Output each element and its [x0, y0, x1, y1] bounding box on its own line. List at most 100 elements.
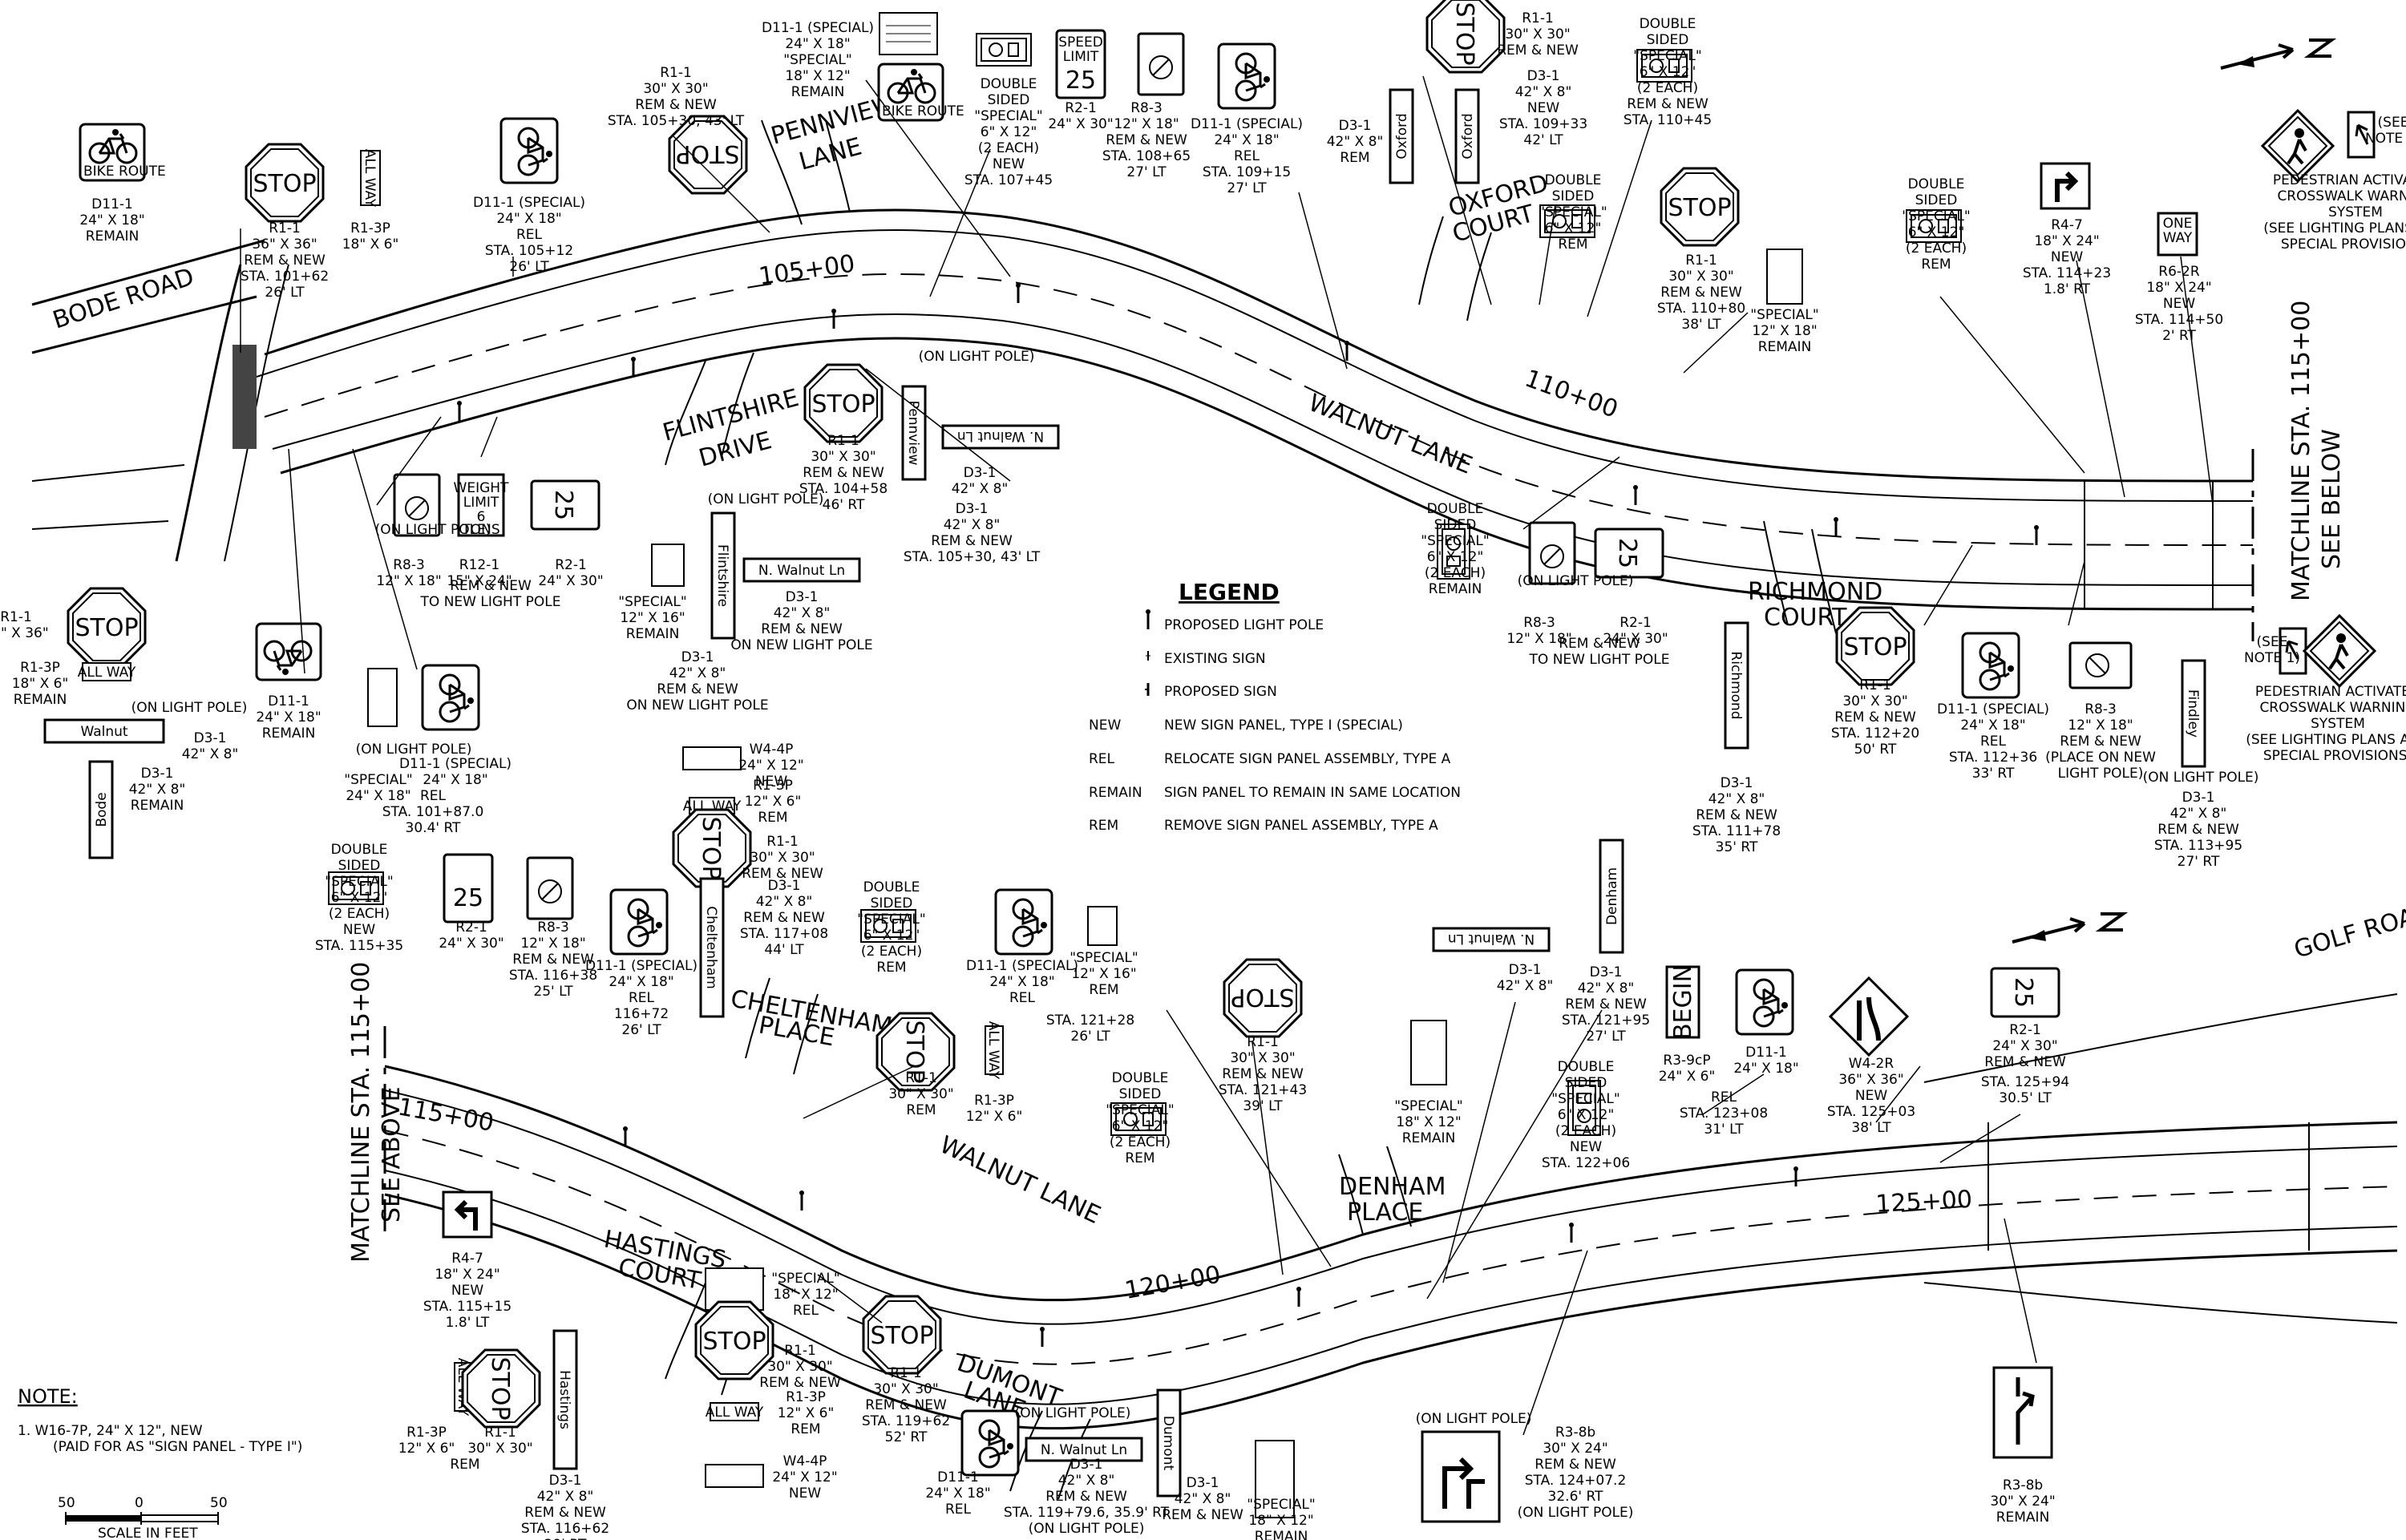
- callout-line: 18" X 12": [1248, 1513, 1313, 1529]
- callout-line: REM & NEW: [761, 621, 843, 637]
- callout-line: SYSTEM: [2328, 204, 2383, 220]
- pedestrian-sign-icon: [2261, 109, 2335, 183]
- callout-line: STA. 104+58: [799, 481, 888, 497]
- begin-plaque-icon: BEGIN: [1665, 964, 1700, 1040]
- one-way-sign-icon: ONE WAY: [2157, 212, 2198, 257]
- callout-line: D11-1 (SPECIAL): [1191, 116, 1303, 132]
- callout-line: REMAIN: [14, 692, 67, 708]
- callout-line: 24" X 18": [989, 974, 1054, 990]
- callout-line: R3-9cP: [1663, 1053, 1710, 1069]
- matchline-top-2: SEE BELOW: [2318, 429, 2346, 569]
- callout-line: R1-3P: [350, 220, 390, 236]
- callout-line: SIDED: [1552, 188, 1595, 204]
- weight-limit-sign-icon: WEIGHT LIMIT 6 TONS: [454, 473, 510, 538]
- svg-text:LIMIT: LIMIT: [1063, 49, 1099, 65]
- callout-line: NEW: [2051, 249, 2083, 265]
- callout-line: STA. 112+20: [1831, 726, 1919, 742]
- callout-line: REMAIN: [86, 228, 140, 245]
- callout-line: REM & NEW: [657, 681, 738, 697]
- callout-line: (2 EACH): [1906, 240, 1967, 257]
- stop-sign-icon: STOP: [1660, 167, 1740, 247]
- svg-text:BEGIN: BEGIN: [1669, 964, 1697, 1040]
- callout-line: 31' LT: [1704, 1122, 1744, 1138]
- callout-line: 24" X 18": [925, 1485, 990, 1502]
- stop-sign-icon: STOP: [668, 115, 748, 195]
- callout-line: REM: [1340, 150, 1369, 166]
- no-loitering-sign-icon: [1255, 1440, 1295, 1518]
- legend-row-text: PROPOSED SIGN: [1164, 684, 1277, 700]
- callout-line: D3-1: [1527, 68, 1560, 84]
- callout-line: REM: [876, 960, 906, 976]
- callout-line: NEW: [755, 774, 787, 790]
- callout-line: R1-1: [0, 609, 32, 625]
- callout-line: 12" X 6": [745, 794, 802, 810]
- svg-text:STOP: STOP: [900, 1020, 928, 1083]
- callout-line: (2 EACH): [978, 140, 1039, 156]
- callout-line: DOUBLE: [1558, 1059, 1615, 1075]
- callout-line: SIDED: [1647, 32, 1689, 48]
- legend-symbol-proposed-sign-icon: [1145, 683, 1150, 696]
- callout-line: CROSSWALK WARNING: [2277, 188, 2406, 204]
- callout-line: 6" X 12": [1558, 1107, 1615, 1123]
- callout-line: R8-3: [1130, 100, 1163, 116]
- callout-line: D3-1: [194, 730, 227, 746]
- callout-line: 24" X 30": [538, 573, 603, 589]
- legend-row-key: REMAIN: [1089, 785, 1142, 801]
- callout-line: STA. 119+79.6, 35.9' RT: [1004, 1505, 1170, 1521]
- street-richmond-1: RICHMOND: [1748, 578, 1882, 606]
- bike-route-sign-icon: [1961, 632, 2020, 699]
- svg-text:STOP: STOP: [1668, 194, 1731, 222]
- callout-line: D3-1: [1187, 1475, 1219, 1491]
- svg-text:WEIGHT: WEIGHT: [454, 480, 510, 496]
- callout-line: STA. 110+45: [1624, 112, 1712, 128]
- callout-line: 18" X 12": [773, 1287, 838, 1303]
- scale-label-mid: 0: [135, 1495, 144, 1511]
- callout-line: DOUBLE: [1545, 172, 1602, 188]
- callout-line: 42" X 8": [1578, 980, 1635, 996]
- callout-line: 42" X 8": [1327, 134, 1384, 150]
- all-way-plaque-icon: ALL WAY: [360, 149, 381, 208]
- sign-callout: R1-130" X 30"REM & NEW: [742, 834, 823, 882]
- no-parking-sign-icon: [1137, 32, 1185, 96]
- street-name-sign-icon: Denham: [1599, 839, 1624, 954]
- street-golf-road: GOLF ROAD: [2291, 898, 2406, 964]
- callout-line: REMAIN: [1402, 1130, 1456, 1146]
- callout-line: R1-3P: [406, 1425, 447, 1441]
- callout-line: (ON LIGHT POLE): [131, 700, 248, 716]
- callout-line: (2 EACH): [1637, 80, 1698, 96]
- north-arrow-icon: [2012, 912, 2129, 944]
- callout-line: 36" X 36": [252, 236, 317, 253]
- callout-line: REM & NEW: [803, 465, 884, 481]
- callout-line: R1-1: [484, 1425, 516, 1441]
- callout-line: SIDED: [338, 858, 381, 874]
- callout-line: (ON LIGHT POLE): [1029, 1521, 1145, 1537]
- callout-line: "SPECIAL": [1247, 1497, 1315, 1513]
- callout-line: R3-8b: [1555, 1425, 1595, 1441]
- callout-line: NEW: [1570, 1139, 1602, 1155]
- callout-line: REL: [945, 1502, 972, 1518]
- stop-sign-icon: STOP: [694, 1300, 774, 1380]
- sign-callout: "SPECIAL"12" X 16"REM: [1070, 950, 1138, 998]
- callout-line: (2 EACH): [329, 906, 390, 922]
- callout-line: (2 EACH): [1110, 1134, 1171, 1150]
- callout-line: REL: [793, 1303, 819, 1319]
- callout-line: 42" X 8": [1058, 1473, 1115, 1489]
- callout-line: DOUBLE: [981, 76, 1037, 92]
- callout-line: (ON LIGHT POLE): [2143, 770, 2259, 786]
- callout-line: NOTE 1): [2244, 650, 2300, 666]
- pedestrian-plaque-icon: [651, 544, 685, 587]
- callout-line: STA. 101+62: [241, 269, 329, 285]
- callout-line: 24" X 30": [1992, 1038, 2057, 1054]
- callout-line: REM: [1125, 1150, 1154, 1166]
